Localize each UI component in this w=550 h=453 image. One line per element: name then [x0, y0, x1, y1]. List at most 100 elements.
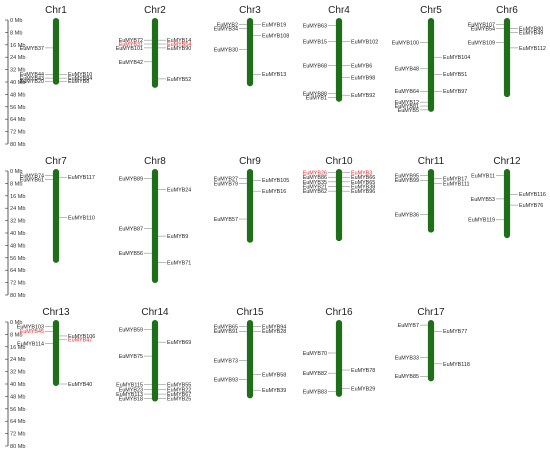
scale-axis-tick-label: 64 Mb — [10, 419, 26, 425]
gene-label: EuMYB91 — [214, 329, 238, 335]
gene-label: EuMYB56 — [119, 251, 143, 257]
scale-axis-tick-label: 40 Mb — [10, 382, 26, 388]
scale-axis-tick-label: 32 Mb — [10, 219, 26, 225]
gene-label: EuMYB116 — [519, 192, 546, 198]
chromosome-chr3: Chr3EuMYB2EuMYB34EuMYB30EuMYB19EuMYB108E… — [214, 5, 289, 87]
chromosome-bar — [503, 169, 511, 239]
gene-label: EuMYB105 — [262, 178, 289, 184]
gene-label: EuMYB30 — [214, 47, 238, 53]
gene-label: EuMYB69 — [167, 340, 191, 346]
chromosome-bar — [52, 18, 60, 85]
gene-label: EuMYB51 — [443, 72, 467, 78]
scale-axis-tick-label: 80 Mb — [10, 444, 26, 450]
gene-label: EuMYB3 — [351, 170, 372, 176]
gene-label: EuMYB71 — [167, 260, 191, 266]
chromosome-title: Chr2 — [144, 5, 166, 16]
gene-label: EuMYB58 — [262, 373, 286, 379]
gene-label: EuMYB14 — [167, 38, 191, 44]
gene-label: EuMYB98 — [351, 75, 375, 81]
chromosome-bar — [246, 169, 254, 243]
scale-axis-tick-label: 0 Mb — [10, 169, 22, 175]
scale-axis-tick-label: 24 Mb — [10, 55, 26, 61]
gene-label: EuMYB63 — [303, 23, 327, 29]
gene-label: EuMYB16 — [262, 189, 286, 195]
gene-label: EuMYB94 — [262, 325, 286, 331]
scale-axis-tick-label: 8 Mb — [10, 332, 22, 338]
gene-label: EuMYB73 — [214, 359, 238, 365]
chromosome-title: Chr15 — [236, 307, 264, 318]
chromosome-chr14: Chr14EuMYB59EuMYB75EuMYB115EuMYB23EuMYB1… — [116, 307, 191, 403]
gene-label: EuMYB101 — [116, 46, 143, 52]
chromosome-chr1: Chr1EuMYB37EuMYB44EuMYB43EuMYB20EuMYB10E… — [20, 5, 93, 85]
chromosome-bar — [151, 320, 159, 402]
chromosome-title: Chr9 — [239, 156, 261, 167]
gene-label: EuMYB103 — [17, 325, 44, 331]
gene-label: EuMYB74 — [20, 174, 44, 180]
scale-axis-tick-label: 24 Mb — [10, 206, 26, 212]
gene-label: EuMYB31 — [119, 42, 143, 48]
chromosome-bar — [151, 18, 159, 88]
gene-label: EuMYB34 — [214, 26, 238, 32]
gene-label: EuMYB20 — [20, 79, 44, 85]
gene-label: EuMYB83 — [303, 390, 327, 396]
gene-label: EuMYB18 — [119, 397, 143, 403]
scale-axis-tick-label: 72 Mb — [10, 432, 26, 438]
gene-label: EuMYB95 — [395, 174, 419, 180]
chromosome-chr13: Chr13EuMYB103EuMYB45EuMYB114EuMYB106EuMY… — [17, 307, 96, 388]
gene-label: EuMYB68 — [303, 64, 327, 70]
gene-label: EuMYB76 — [519, 203, 543, 209]
gene-label: EuMYB67 — [167, 392, 191, 398]
chromosome-bar — [427, 320, 435, 382]
chromosome-bar — [246, 320, 254, 399]
chromosome-chr15: Chr15EuMYB65EuMYB91EuMYB73EuMYB93EuMYB94… — [214, 307, 286, 399]
gene-label: EuMYB1 — [306, 95, 327, 101]
scale-axis-tick-label: 8 Mb — [10, 30, 22, 36]
gene-label: EuMYB19 — [262, 23, 286, 29]
scale-axis-tick-label: 80 Mb — [10, 293, 26, 299]
gene-label: EuMYB99 — [395, 178, 419, 184]
chromosome-chr2: Chr2EuMYB72EuMYB31EuMYB101EuMYB42EuMYB14… — [116, 5, 191, 88]
gene-label: EuMYB36 — [395, 212, 419, 218]
scale-axis-tick-label: 24 Mb — [10, 357, 26, 363]
gene-label: EuMYB5 — [398, 108, 419, 114]
chromosome-bar — [427, 18, 435, 112]
gene-label: EuMYB79 — [214, 181, 238, 187]
gene-label: EuMYB85 — [395, 374, 419, 380]
gene-label: EuMYB28 — [262, 329, 286, 335]
chromosome-title: Chr7 — [45, 156, 67, 167]
scale-axis-tick-label: 32 Mb — [10, 68, 26, 74]
chromosome-title: Chr10 — [325, 156, 353, 167]
scale-axis-tick-label: 0 Mb — [10, 320, 22, 326]
gene-label: EuMYB66 — [351, 175, 375, 181]
chromosome-bar — [335, 320, 343, 397]
gene-label: EuMYB54 — [471, 26, 495, 32]
chromosome-title: Chr8 — [144, 156, 166, 167]
chromosome-title: Chr3 — [239, 5, 261, 16]
gene-label: EuMYB26 — [303, 170, 327, 176]
chromosome-chr12: Chr12EuMYB11EuMYB53EuMYB119EuMYB116EuMYB… — [468, 156, 546, 239]
gene-label: EuMYB52 — [167, 77, 191, 83]
gene-label: EuMYB75 — [119, 354, 143, 360]
gene-label: EuMYB90 — [167, 46, 191, 52]
gene-label: EuMYB65 — [214, 325, 238, 331]
gene-label: EuMYB109 — [468, 40, 495, 46]
gene-label: EuMYB54 — [167, 42, 191, 48]
scale-axis-tick-label: 8 Mb — [10, 181, 22, 187]
scale-axis-tick-label: 48 Mb — [10, 243, 26, 249]
gene-label: EuMYB55 — [167, 383, 191, 389]
gene-label: EuMYB13 — [262, 72, 286, 78]
gene-label: EuMYB59 — [119, 328, 143, 334]
gene-label: EuMYB57 — [214, 217, 238, 223]
scale-axis-tick-label: 80 Mb — [10, 142, 26, 148]
gene-label: EuMYB38 — [351, 184, 375, 190]
gene-label: EuMYB77 — [443, 329, 467, 335]
scale-axis-tick-label: 56 Mb — [10, 407, 26, 413]
gene-label: EuMYB102 — [351, 40, 378, 46]
chromosome-bar — [427, 169, 435, 233]
gene-label: EuMYB39 — [262, 388, 286, 394]
gene-label: EuMYB119 — [468, 218, 495, 224]
